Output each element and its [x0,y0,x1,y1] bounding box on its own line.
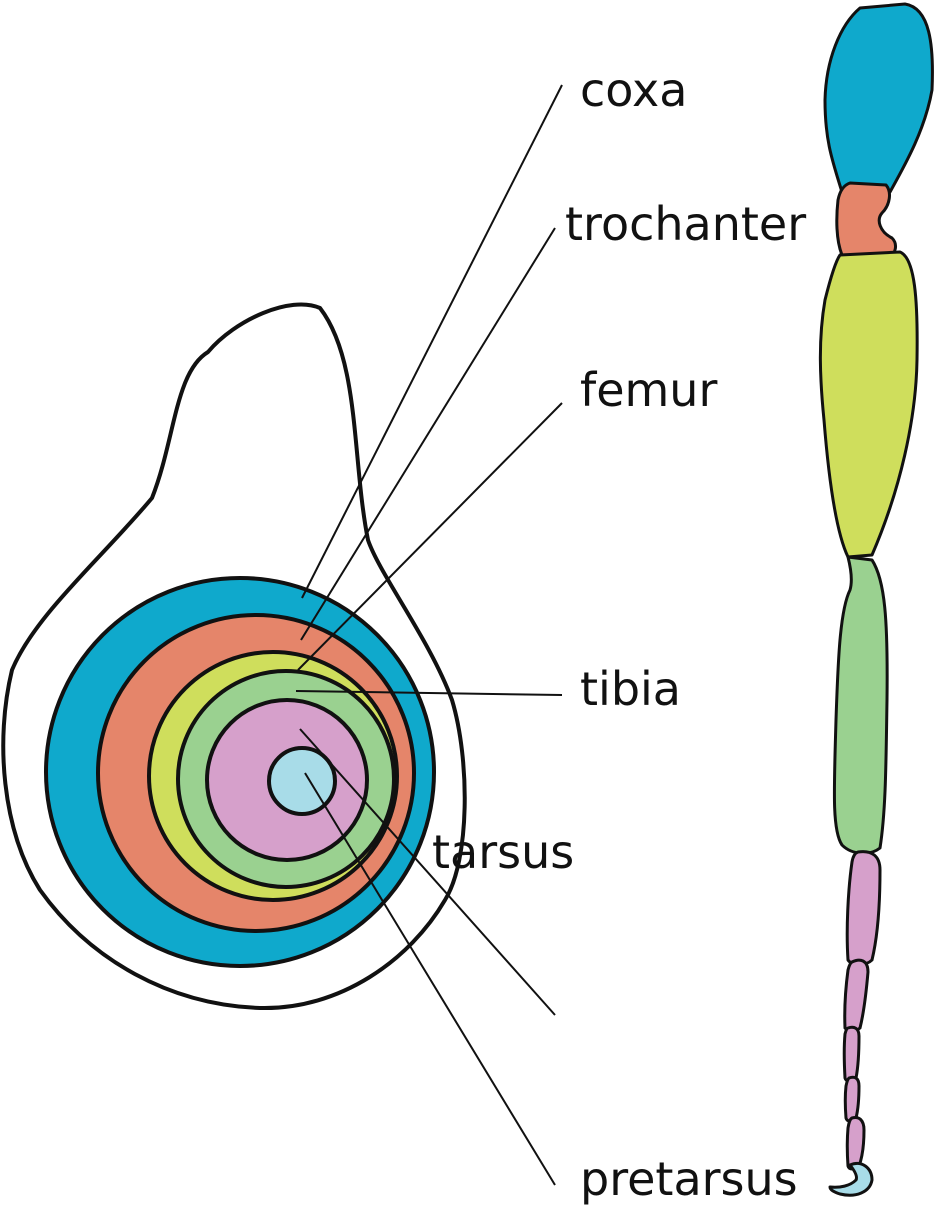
leg-segment-tarsus-1 [845,850,882,966]
label-coxa: coxa [580,63,687,117]
leg-segment-femur [818,250,919,559]
leader-trochanter [300,227,556,641]
leg-segment-coxa [823,2,934,194]
label-trochanter: trochanter [565,197,806,251]
leg-segment-tarsus-4 [843,1075,861,1123]
disc-outline [1,302,467,1011]
label-tarsus: tarsus [432,825,574,879]
leader-coxa [301,84,563,599]
leg-segment-trochanter [835,181,897,261]
leader-tarsus [299,728,556,1016]
leader-tibia [295,690,563,696]
leader-femur [297,402,563,671]
label-femur: femur [580,363,717,417]
leg-segment-tarsus-2 [843,958,870,1033]
leg-segment-pretarsus [828,1162,874,1197]
label-tibia: tibia [580,662,681,716]
label-pretarsus: pretarsus [580,1152,798,1206]
leader-pretarsus [304,772,556,1186]
ring-pretarsus [267,746,337,816]
leg-segment-tibia [832,555,889,855]
leg-segment-tarsus-3 [842,1025,861,1083]
leg-segment-tarsus-5 [845,1116,866,1171]
